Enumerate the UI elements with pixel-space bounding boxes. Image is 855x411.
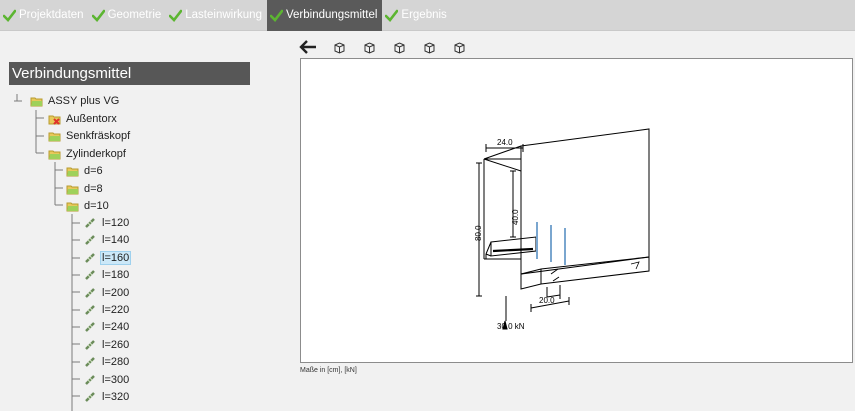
screw-icon — [85, 234, 95, 245]
tree-node-label: d=6 — [84, 164, 103, 177]
viewer-toolbar — [298, 38, 482, 56]
view-button-3[interactable] — [392, 40, 406, 54]
dim-load: 30.0 kN — [497, 322, 525, 331]
tree-node-label: l=300 — [102, 373, 130, 386]
tab-label: Ergebnis — [401, 9, 447, 21]
screw-group — [536, 222, 566, 265]
dim-top-width: 24.0 — [497, 138, 513, 147]
secondary-beam-outline — [483, 159, 522, 260]
tree-node-label: Zylinderkopf — [66, 147, 126, 160]
cube-view-icon — [454, 41, 464, 54]
tree-node-label: l=320 — [102, 390, 130, 403]
folder-icon — [66, 202, 79, 211]
tree-node-diameter-3[interactable]: d=10 — [66, 197, 111, 214]
units-label: Maße in [cm], [kN] — [300, 367, 357, 374]
tree-node-head-2[interactable]: Senkfräskopf — [48, 127, 132, 144]
back-button[interactable] — [298, 40, 318, 54]
tree-node-label: Senkfräskopf — [66, 129, 131, 142]
tree-node-length[interactable]: l=220 — [84, 301, 131, 318]
drawing-viewport[interactable]: 24.0 80.0 40.0 20.0 30.0 kN — [300, 58, 853, 363]
cube-view-icon — [334, 41, 344, 54]
screw-icon — [85, 391, 95, 402]
tree-node-diameter-2[interactable]: d=8 — [66, 180, 105, 197]
view-button-5[interactable] — [452, 40, 466, 54]
back-arrow-icon — [299, 40, 316, 54]
cube-view-icon — [424, 41, 434, 54]
screw-icon — [85, 356, 95, 367]
tab-label: Verbindungsmittel — [285, 9, 378, 21]
tab-label: Lasteinwirkung — [185, 9, 262, 21]
tree-node-label: d=10 — [84, 199, 109, 212]
tab-label: Geometrie — [107, 9, 162, 21]
main-beam-outline — [520, 128, 650, 275]
dim-height-total: 80.0 — [474, 225, 483, 241]
folder-icon — [30, 97, 43, 106]
check-icon — [169, 9, 183, 22]
tree-node-label: l=280 — [102, 355, 130, 368]
tree-connector-lines — [14, 94, 80, 411]
check-icon — [3, 9, 16, 22]
cube-view-icon — [394, 41, 404, 54]
screw-icon — [85, 339, 95, 350]
tree-node-root[interactable]: ASSY plus VG — [30, 92, 121, 109]
tree-node-length[interactable]: l=240 — [84, 318, 131, 335]
tree-node-length[interactable]: l=320 — [84, 388, 131, 405]
tab-verbindungsmittel[interactable]: Verbindungsmittel — [266, 0, 383, 31]
screw-icon — [85, 374, 95, 385]
screw-icon — [85, 252, 95, 263]
folder-icon — [66, 167, 79, 176]
panel-title: Verbindungsmittel — [9, 62, 250, 85]
tree-node-length[interactable]: l=160 — [84, 249, 132, 266]
tree-node-diameter-1[interactable]: d=6 — [66, 162, 105, 179]
check-icon — [91, 9, 105, 22]
cube-view-icon — [364, 41, 374, 54]
folder-error-icon — [48, 115, 61, 125]
tree-node-label: ASSY plus VG — [48, 94, 120, 107]
tab-geometrie[interactable]: Geometrie — [89, 0, 167, 31]
view-button-1[interactable] — [332, 40, 346, 54]
tree-node-label: l=160 — [100, 250, 132, 265]
tab-label: Projektdaten — [19, 9, 84, 21]
folder-icon — [48, 132, 61, 141]
tree-node-head-1[interactable]: Außentorx — [48, 110, 119, 127]
view-button-2[interactable] — [362, 40, 376, 54]
tree-node-label: l=200 — [102, 286, 130, 299]
tree-node-label: l=220 — [102, 303, 130, 316]
tree-node-label: d=8 — [84, 182, 103, 195]
tree-node-length[interactable]: l=300 — [84, 371, 131, 388]
folder-icon — [66, 185, 79, 194]
tree-node-label: l=260 — [102, 338, 130, 351]
tab-projektdaten[interactable]: Projektdaten — [0, 0, 89, 31]
folder-icon — [48, 150, 61, 159]
tree-node-label: l=240 — [102, 320, 130, 333]
dim-bottom-width: 20.0 — [539, 296, 555, 305]
screw-icon — [85, 321, 95, 332]
tree-node-label: l=180 — [102, 268, 130, 281]
check-icon — [385, 9, 399, 22]
screw-icon — [85, 217, 95, 228]
tree-node-length[interactable]: l=280 — [84, 353, 131, 370]
screw-icon — [85, 304, 95, 315]
tree-node-length[interactable]: l=260 — [84, 336, 131, 353]
tree-node-label: l=140 — [102, 233, 130, 246]
view-button-4[interactable] — [422, 40, 436, 54]
screw-icon — [85, 269, 95, 280]
check-icon — [269, 9, 283, 22]
tree-node-label: l=120 — [102, 216, 130, 229]
tree-node-head-3[interactable]: Zylinderkopf — [48, 145, 128, 162]
connection-drawing: 24.0 80.0 40.0 20.0 30.0 kN — [474, 128, 650, 331]
tree-node-length[interactable]: l=140 — [84, 231, 131, 248]
tab-lasteinwirkung[interactable]: Lasteinwirkung — [166, 0, 267, 31]
tree-node-length[interactable]: l=200 — [84, 284, 131, 301]
tree-node-length[interactable]: l=120 — [84, 214, 131, 231]
workflow-tabbar: Projektdaten Geometrie Lasteinwirkung Ve… — [0, 0, 855, 31]
dim-height-inner: 40.0 — [511, 209, 520, 225]
fastener-tree: ASSY plus VG Außentorx Senkfräskopf Zyli… — [0, 92, 260, 411]
tab-ergebnis[interactable]: Ergebnis — [382, 0, 451, 31]
screw-icon — [85, 287, 95, 298]
tree-node-label: Außentorx — [66, 112, 117, 125]
tree-node-length[interactable]: l=180 — [84, 266, 131, 283]
